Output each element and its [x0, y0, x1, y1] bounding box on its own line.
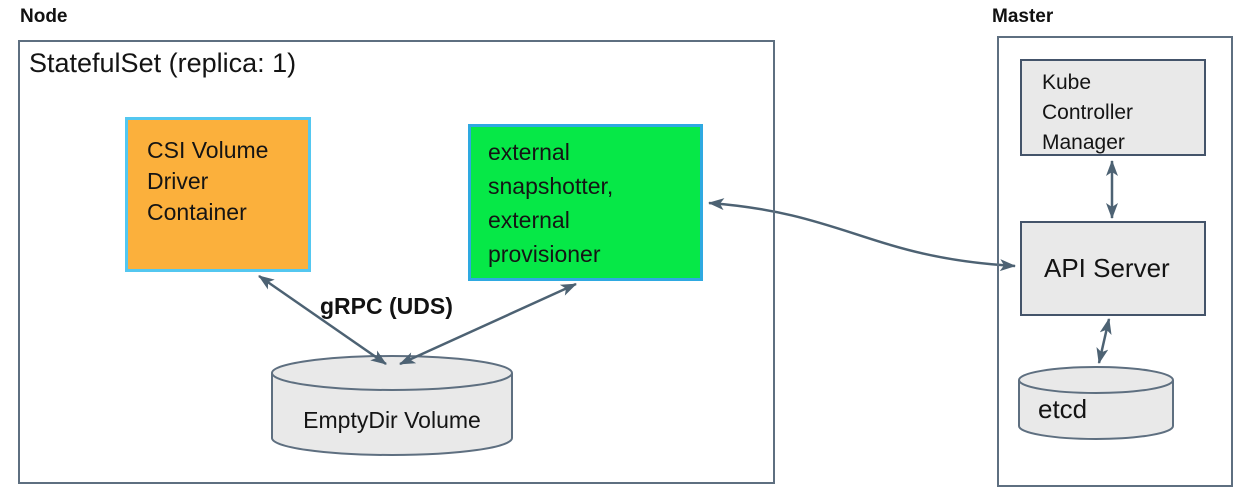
connector-sidecar-emptydir — [399, 282, 577, 366]
grpc-uds-label: gRPC (UDS) — [320, 293, 453, 319]
api-server-box: API Server — [1020, 221, 1206, 316]
node-region-label: Node — [20, 6, 68, 27]
sidecar-box-line: external — [488, 207, 570, 233]
kcm-box-line: Kube — [1042, 71, 1092, 94]
external-sidecars-box: external snapshotter, external provision… — [468, 124, 703, 281]
connector-apiserver-etcd — [1096, 318, 1112, 364]
sidecar-box-line: snapshotter, — [488, 173, 614, 199]
csi-box-line: Container — [147, 199, 247, 225]
node-region-box — [18, 40, 775, 484]
master-region-box — [997, 36, 1233, 487]
kcm-box-line: Manager — [1042, 131, 1125, 154]
sidecar-box-line: external — [488, 139, 570, 165]
csi-volume-driver-box: CSI Volume Driver Container — [125, 117, 311, 272]
api-server-label: API Server — [1044, 253, 1170, 283]
sidecar-box-line: provisioner — [488, 241, 601, 267]
connector-sidecar-apiserver — [708, 198, 1016, 272]
etcd-label: etcd — [1038, 394, 1088, 424]
kcm-box-line: Controller — [1042, 101, 1134, 124]
csi-box-line: Driver — [147, 168, 209, 194]
etcd-cylinder — [1018, 366, 1174, 440]
emptydir-volume-label: EmptyDir Volume — [303, 407, 481, 433]
statefulset-label: StatefulSet (replica: 1) — [29, 48, 297, 78]
connector-csi-emptydir — [258, 274, 387, 366]
master-region-label: Master — [992, 6, 1054, 27]
kube-controller-manager-box: Kube Controller Manager — [1020, 59, 1206, 156]
csi-box-line: CSI Volume — [147, 137, 269, 163]
